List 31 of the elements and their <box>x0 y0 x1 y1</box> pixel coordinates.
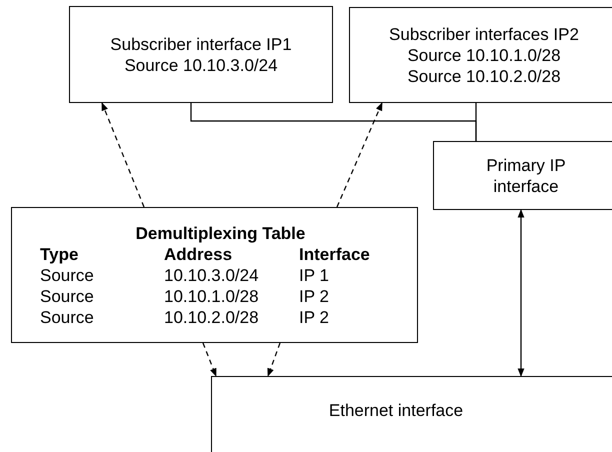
arrow <box>518 209 524 377</box>
arrow <box>101 102 145 208</box>
box-text: Ethernet interface <box>328 400 464 420</box>
table-cell-text: IP 2 <box>299 286 330 306</box>
box-text: Source 10.10.1.0/28 <box>407 44 561 66</box>
box-text: Source 10.10.2.0/28 <box>407 66 561 86</box>
box-text: Primary IP interface <box>485 154 567 196</box>
box-text: Source 10.10.3.0/24 <box>124 54 278 76</box>
table-cell-text: 10.10.1.0/28 <box>164 286 260 306</box>
arrow <box>202 342 217 377</box>
interface-box <box>211 376 612 452</box>
connector-line <box>475 103 477 141</box>
table-title: Demultiplexing Table <box>134 222 306 244</box>
interface-box <box>349 7 612 103</box>
table-box <box>11 207 418 343</box>
table-cell-text: Source <box>40 264 95 286</box>
table-cell-text: 10.10.2.0/28 <box>164 306 260 328</box>
interface-box <box>69 6 333 103</box>
column-header: Address <box>164 244 234 264</box>
column-header: Interface <box>299 244 371 264</box>
arrow <box>336 102 383 208</box>
arrow <box>267 342 281 377</box>
table-cell-text: Source <box>40 306 95 328</box>
box-text: Subscriber interface IP1 <box>110 34 292 54</box>
table-cell-text: IP 1 <box>299 264 330 286</box>
table-cell-text: IP 2 <box>299 306 330 328</box>
box-text: Subscriber interfaces IP2 <box>389 24 579 44</box>
column-header: Type <box>40 244 80 264</box>
interface-box <box>433 141 612 210</box>
table-cell-text: 10.10.3.0/24 <box>164 264 260 286</box>
table-cell-text: Source <box>40 286 95 306</box>
